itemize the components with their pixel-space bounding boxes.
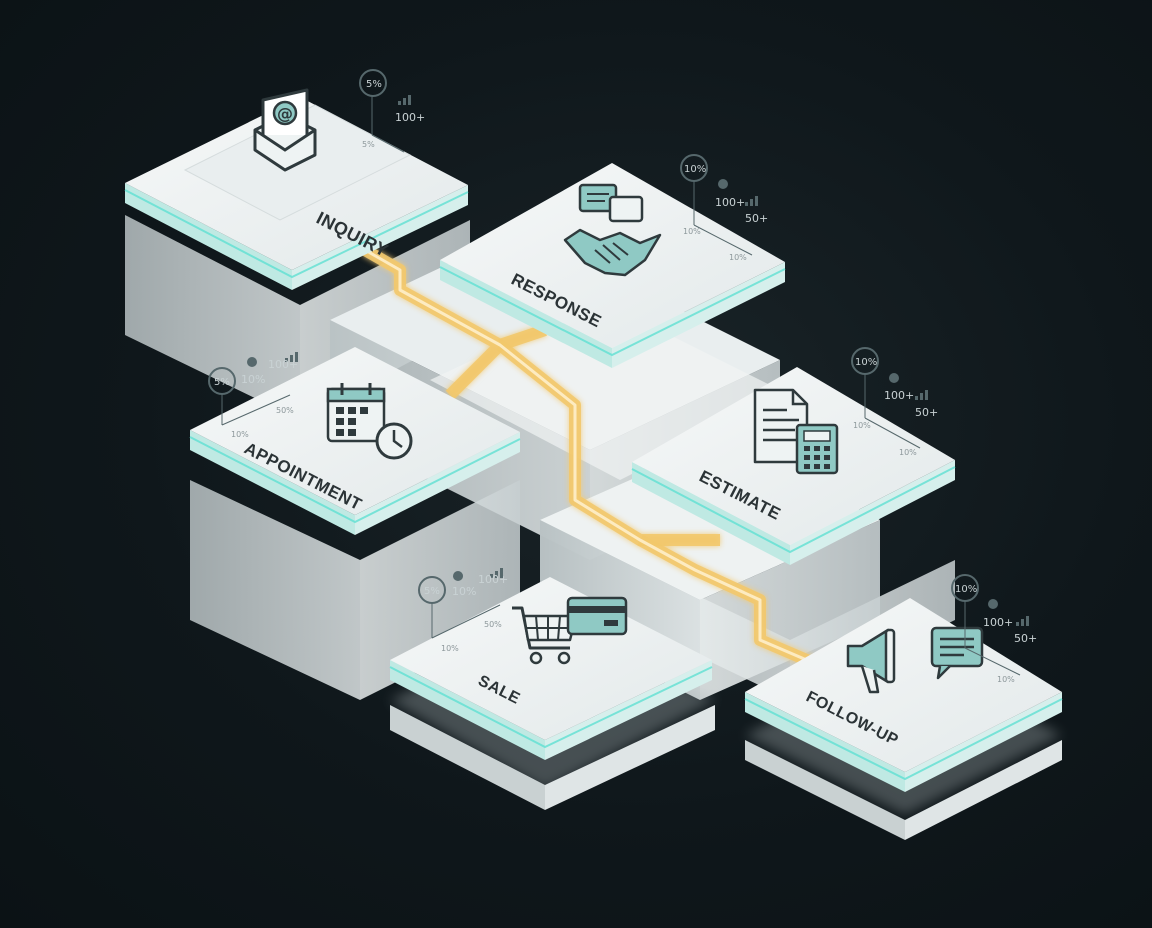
bar-chart-icon bbox=[490, 568, 503, 578]
pie-icon bbox=[988, 599, 998, 609]
bar-chart-icon bbox=[745, 196, 758, 206]
stats-inquiry: 5% 100+ 5% bbox=[359, 69, 425, 153]
stat-sale-2: 100+ bbox=[478, 573, 508, 586]
stat-estimate-3: 10% bbox=[853, 421, 871, 430]
bar-chart-icon bbox=[1016, 616, 1029, 626]
stat-sale-3: 10% bbox=[441, 644, 459, 653]
tile-appointment[interactable]: APPOINTMENT bbox=[189, 347, 521, 535]
gauge-icon bbox=[359, 69, 387, 97]
stat-sale-0: 5% bbox=[424, 586, 440, 597]
stat-appointment-1: 10% bbox=[241, 373, 265, 386]
bar-chart-icon bbox=[398, 95, 411, 105]
svg-text:@: @ bbox=[277, 104, 293, 123]
stat-appointment-2: 100+ bbox=[268, 358, 298, 371]
tile-estimate[interactable]: ESTIMATE bbox=[631, 367, 956, 565]
envelope-at-icon: @ bbox=[253, 88, 317, 172]
pedestal-appointment bbox=[190, 480, 520, 700]
stat-response-1: 100+ bbox=[715, 196, 745, 209]
stat-followup-0: 10% bbox=[955, 584, 977, 595]
bar-chart-icon bbox=[285, 352, 298, 362]
stat-followup-1: 100+ bbox=[983, 616, 1013, 629]
stats-estimate: 10% 100+ 50+ 10% 10% bbox=[851, 347, 938, 457]
stat-response-0: 10% bbox=[684, 164, 706, 175]
stats-sale: 5% 10% 100+ 10% 50% bbox=[418, 568, 508, 653]
calendar-clock-icon bbox=[326, 383, 413, 460]
stat-appointment-4: 50% bbox=[276, 406, 294, 415]
stat-inquiry-1: 100+ bbox=[395, 111, 425, 124]
stat-response-3: 10% bbox=[683, 227, 701, 236]
stats-response: 10% 100+ 50+ 10% 10% bbox=[680, 154, 768, 262]
megaphone-chat-icon bbox=[846, 626, 984, 694]
tile-sale[interactable]: SALE bbox=[389, 577, 713, 760]
stat-estimate-2: 50+ bbox=[915, 406, 938, 419]
pie-icon bbox=[453, 571, 463, 581]
stat-appointment-0: 5% bbox=[214, 377, 230, 388]
stats-followup: 10% 100+ 50+ 10% bbox=[951, 574, 1037, 684]
stats-appointment: 5% 10% 100+ 10% 50% bbox=[208, 352, 298, 439]
stat-estimate-0: 10% bbox=[855, 357, 877, 368]
tile-followup[interactable]: FOLLOW-UP bbox=[744, 598, 1063, 792]
cart-card-icon bbox=[512, 596, 628, 665]
stat-estimate-1: 100+ bbox=[884, 389, 914, 402]
bar-chart-icon bbox=[915, 390, 928, 400]
handshake-chat-icon bbox=[563, 183, 662, 277]
document-calculator-icon bbox=[753, 388, 839, 475]
pie-icon bbox=[889, 373, 899, 383]
stat-estimate-4: 10% bbox=[899, 448, 917, 457]
stat-inquiry-2: 5% bbox=[362, 140, 375, 149]
tile-response[interactable]: RESPONSE bbox=[439, 163, 786, 368]
stat-appointment-3: 10% bbox=[231, 430, 249, 439]
stat-inquiry-0: 5% bbox=[366, 79, 382, 90]
pie-icon bbox=[247, 357, 257, 367]
stat-followup-2: 50+ bbox=[1014, 632, 1037, 645]
stat-sale-1: 10% bbox=[452, 585, 476, 598]
stat-sale-4: 50% bbox=[484, 620, 502, 629]
stat-response-2: 50+ bbox=[745, 212, 768, 225]
stat-followup-3: 10% bbox=[997, 675, 1015, 684]
pie-icon bbox=[718, 179, 728, 189]
flow-path bbox=[362, 244, 833, 676]
stat-response-4: 10% bbox=[729, 253, 747, 262]
